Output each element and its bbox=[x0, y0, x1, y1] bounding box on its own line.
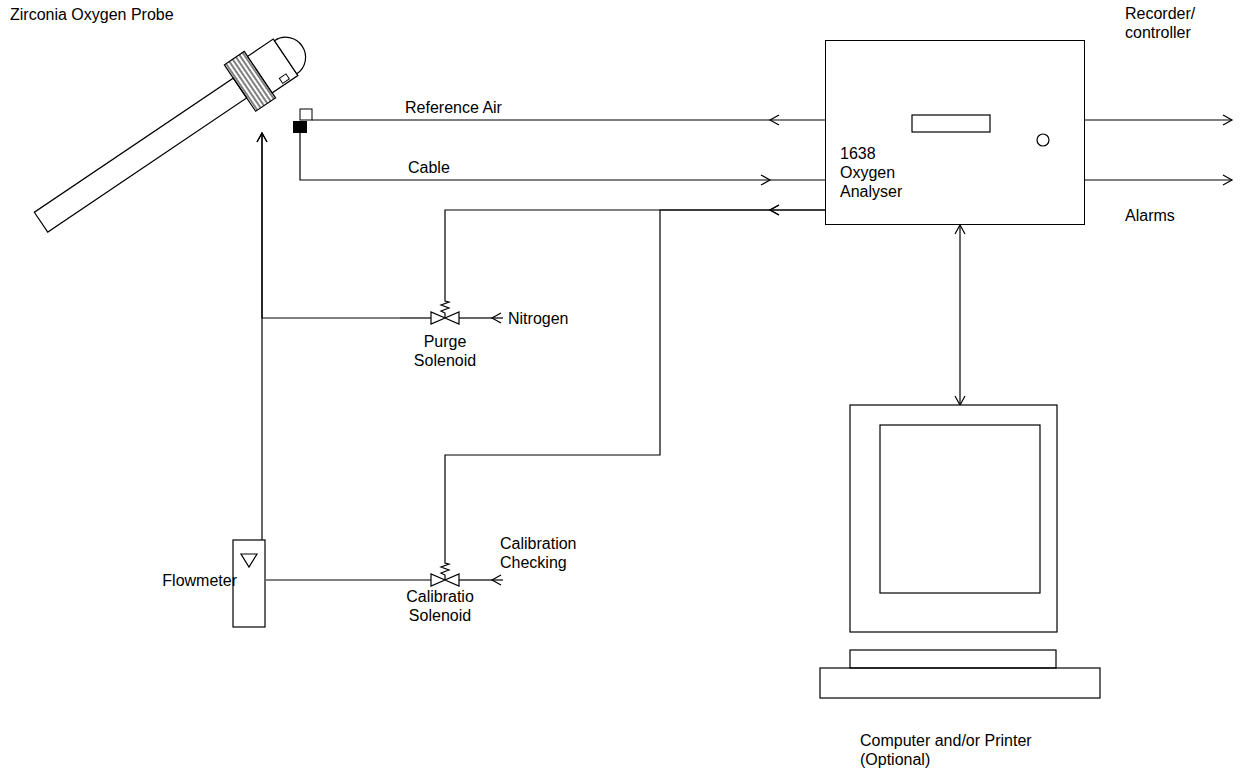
connector-line bbox=[266, 579, 390, 580]
cable-gland bbox=[293, 121, 307, 133]
arrowhead bbox=[1223, 175, 1232, 185]
connector-line bbox=[300, 133, 825, 180]
arrowhead bbox=[492, 575, 501, 585]
pipe bbox=[390, 579, 431, 580]
recorder-line bbox=[1085, 119, 1232, 120]
analyser-led bbox=[1037, 134, 1049, 146]
connector bbox=[445, 205, 825, 560]
analyser-box: 1638 Oxygen Analyser bbox=[825, 40, 1085, 225]
arrowhead bbox=[492, 313, 501, 323]
connector-line bbox=[312, 119, 825, 120]
solenoid-valve: Purge Solenoid bbox=[400, 300, 490, 375]
solenoid-actuator bbox=[441, 300, 449, 318]
connector-line bbox=[445, 210, 825, 300]
connector bbox=[445, 205, 825, 300]
node-label: Flowmeter bbox=[160, 571, 237, 590]
node-label: Calibratio Solenoid bbox=[390, 587, 490, 625]
flowmeter-tube bbox=[233, 540, 265, 627]
arrowhead bbox=[761, 175, 770, 185]
node-label: Purge Solenoid bbox=[400, 332, 490, 370]
connector bbox=[300, 133, 825, 185]
arrowhead bbox=[955, 396, 965, 405]
arrowhead bbox=[770, 205, 779, 215]
pipe bbox=[459, 317, 490, 318]
solenoid-actuator bbox=[441, 560, 449, 580]
solenoid-valve: Calibratio Solenoid bbox=[390, 560, 490, 626]
connector bbox=[257, 133, 400, 318]
oxygen-probe bbox=[25, 23, 317, 246]
arrowhead bbox=[955, 225, 965, 234]
node-label: Computer and/or Printer (Optional) bbox=[860, 731, 1070, 769]
analyser-display bbox=[912, 115, 990, 132]
connector bbox=[955, 225, 965, 405]
gas-label: Nitrogen bbox=[508, 309, 628, 328]
keyboard-base bbox=[820, 668, 1100, 698]
output-label: Alarms bbox=[1125, 206, 1245, 225]
output-label: Recorder/ controller bbox=[1125, 4, 1205, 42]
arrowhead bbox=[1223, 115, 1232, 125]
probe-tube bbox=[34, 78, 246, 232]
connector-line bbox=[445, 210, 825, 560]
gas-label: Calibration Checking bbox=[500, 534, 600, 572]
monitor bbox=[850, 405, 1057, 632]
probe-node: Zirconia Oxygen Probe bbox=[10, 5, 312, 133]
computer-symbol bbox=[815, 405, 1105, 773]
flowmeter-float bbox=[241, 554, 257, 567]
keyboard bbox=[850, 650, 1056, 668]
arrowhead bbox=[770, 115, 779, 125]
node-label: Zirconia Oxygen Probe bbox=[10, 5, 270, 24]
alarm-line bbox=[1085, 179, 1232, 180]
monitor-screen bbox=[880, 425, 1040, 593]
pipe bbox=[400, 317, 431, 318]
connector bbox=[266, 579, 390, 580]
air-fitting bbox=[300, 109, 312, 120]
computer: Computer and/or Printer (Optional) bbox=[815, 405, 1105, 773]
arrowhead bbox=[257, 133, 267, 142]
probe-cap bbox=[274, 29, 313, 73]
connector-line bbox=[959, 225, 960, 405]
connector-line bbox=[262, 133, 400, 318]
connector bbox=[312, 115, 825, 125]
probe-screw bbox=[279, 74, 289, 83]
pipe bbox=[459, 579, 490, 580]
connector-label: Cable bbox=[408, 158, 450, 177]
node-label: 1638 Oxygen Analyser bbox=[840, 144, 925, 202]
connector-line bbox=[261, 133, 262, 540]
connector-label: Reference Air bbox=[405, 98, 502, 117]
connector bbox=[257, 133, 267, 540]
flowmeter: Flowmeter bbox=[160, 540, 266, 627]
